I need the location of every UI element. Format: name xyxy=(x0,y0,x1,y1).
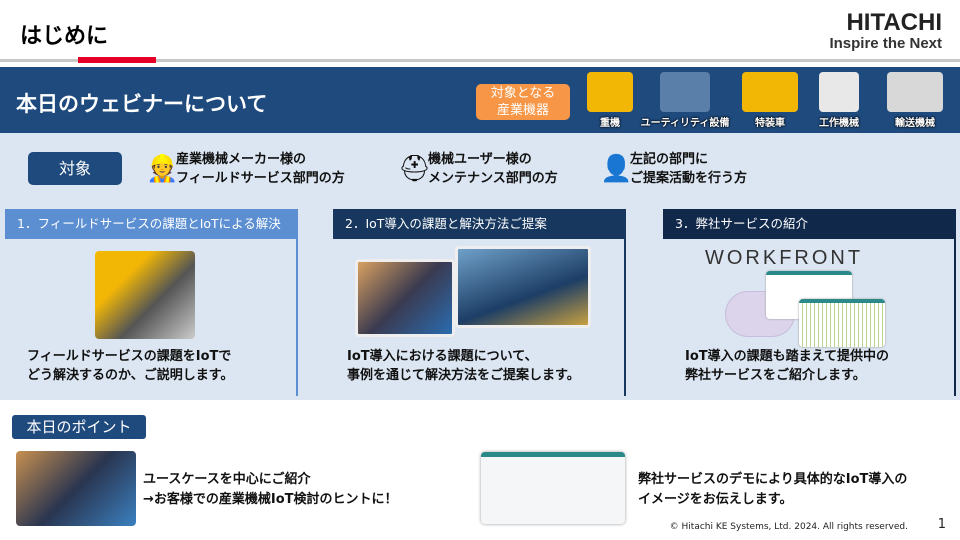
section-2: 2．IoT導入の課題と解決方法ご提案 IoT導入における課題について、事例を通じ… xyxy=(333,209,626,396)
section-3: 3．弊社サービスの紹介 WORKFRONT IoT導入の課題も踏まえて提供中の弊… xyxy=(663,209,956,396)
audience-line: ご提案活動を行う方 xyxy=(630,171,748,186)
factory-pool-photo xyxy=(455,246,591,328)
section-1: 1．フィールドサービスの課題とIoTによる解決 フィールドサービスの課題をIoT… xyxy=(5,209,298,396)
copyright: © Hitachi KE Systems, Ltd. 2024. All rig… xyxy=(669,522,908,532)
chart-screenshot xyxy=(799,299,885,347)
industrial-machine-photo xyxy=(355,259,455,337)
point-text: 弊社サービスのデモにより具体的なIoT導入の xyxy=(638,472,908,487)
section-desc: 事例を通じて解決方法をご提案します。 xyxy=(347,368,580,383)
mixer-truck-icon xyxy=(887,72,943,112)
workfront-logo: WORKFRONT xyxy=(705,247,864,269)
section-header: 1．フィールドサービスの課題とIoTによる解決 xyxy=(5,209,296,239)
audience-line: フィールドサービス部門の方 xyxy=(176,171,345,186)
crane-truck-icon xyxy=(742,72,798,112)
audience-line: 左記の部門に xyxy=(630,152,709,167)
tag-line1: 対象となる xyxy=(490,86,556,101)
tag-line2: 産業機器 xyxy=(496,103,549,118)
point-text: →お客様での産業機械IoT検討のヒントに！ xyxy=(143,492,398,507)
point-right: 弊社サービスのデモにより具体的なIoT導入のイメージをお伝えします。 xyxy=(638,470,907,510)
equipment-utility: ユーティリティ設備 xyxy=(640,72,730,129)
equipment-heavy-machinery: 重機 xyxy=(575,72,645,129)
points-label: 本日のポイント xyxy=(12,415,146,439)
section-header: 2．IoT導入の課題と解決方法ご提案 xyxy=(333,209,624,239)
machine-tool-icon xyxy=(819,72,859,112)
audience-line: 機械ユーザー様の xyxy=(428,152,532,167)
page-number: 1 xyxy=(937,517,946,532)
pump-icon xyxy=(660,72,710,112)
slide-title: はじめに xyxy=(20,24,109,49)
audience-item: 👷産業機械メーカー様のフィールドサービス部門の方 xyxy=(146,150,345,188)
helmet-worker-icon: ⛑ xyxy=(398,154,432,184)
point-left: ユースケースを中心にご紹介 →お客様での産業機械IoT検討のヒントに！ xyxy=(143,470,398,510)
section-desc: IoT導入の課題も踏まえて提供中の xyxy=(685,349,889,364)
audience-label: 対象 xyxy=(28,152,122,185)
point-text: イメージをお伝えします。 xyxy=(638,492,793,507)
hitachi-logo: HITACHI Inspire the Next xyxy=(829,10,942,52)
audience-item: ⛑機械ユーザー様のメンテナンス部門の方 xyxy=(398,150,558,188)
equipment-transport: 輸送機械 xyxy=(880,72,950,129)
audience-line: メンテナンス部門の方 xyxy=(428,171,558,186)
point-text: ユースケースを中心にご紹介 xyxy=(143,472,311,487)
target-equipment-tag: 対象となる 産業機器 xyxy=(476,84,570,120)
audience-line: 産業機械メーカー様の xyxy=(176,152,307,167)
logo-brand: HITACHI xyxy=(846,9,942,36)
usecase-photo xyxy=(16,451,136,526)
audience-item: 👤左記の部門にご提案活動を行う方 xyxy=(600,150,747,188)
demo-screenshot xyxy=(481,452,625,524)
section-desc: フィールドサービスの課題をIoTで xyxy=(27,349,232,364)
webinar-title: 本日のウェビナーについて xyxy=(16,92,268,116)
equipment-machine-tool: 工作機械 xyxy=(804,72,874,129)
equipment-special-vehicle: 特装車 xyxy=(735,72,805,129)
maintenance-worker-icon: 👷 xyxy=(146,154,179,184)
section-desc: IoT導入における課題について、 xyxy=(347,349,538,364)
field-service-illustration xyxy=(95,251,195,339)
section-header: 3．弊社サービスの紹介 xyxy=(663,209,954,239)
header-divider xyxy=(0,59,960,62)
logo-tagline: Inspire the Next xyxy=(829,35,942,52)
section-desc: 弊社サービスをご紹介します。 xyxy=(685,368,866,383)
title-accent-bar xyxy=(78,57,156,63)
excavator-icon xyxy=(587,72,633,112)
businessman-icon: 👤 xyxy=(600,154,633,184)
section-desc: どう解決するのか、ご説明します。 xyxy=(27,368,234,383)
